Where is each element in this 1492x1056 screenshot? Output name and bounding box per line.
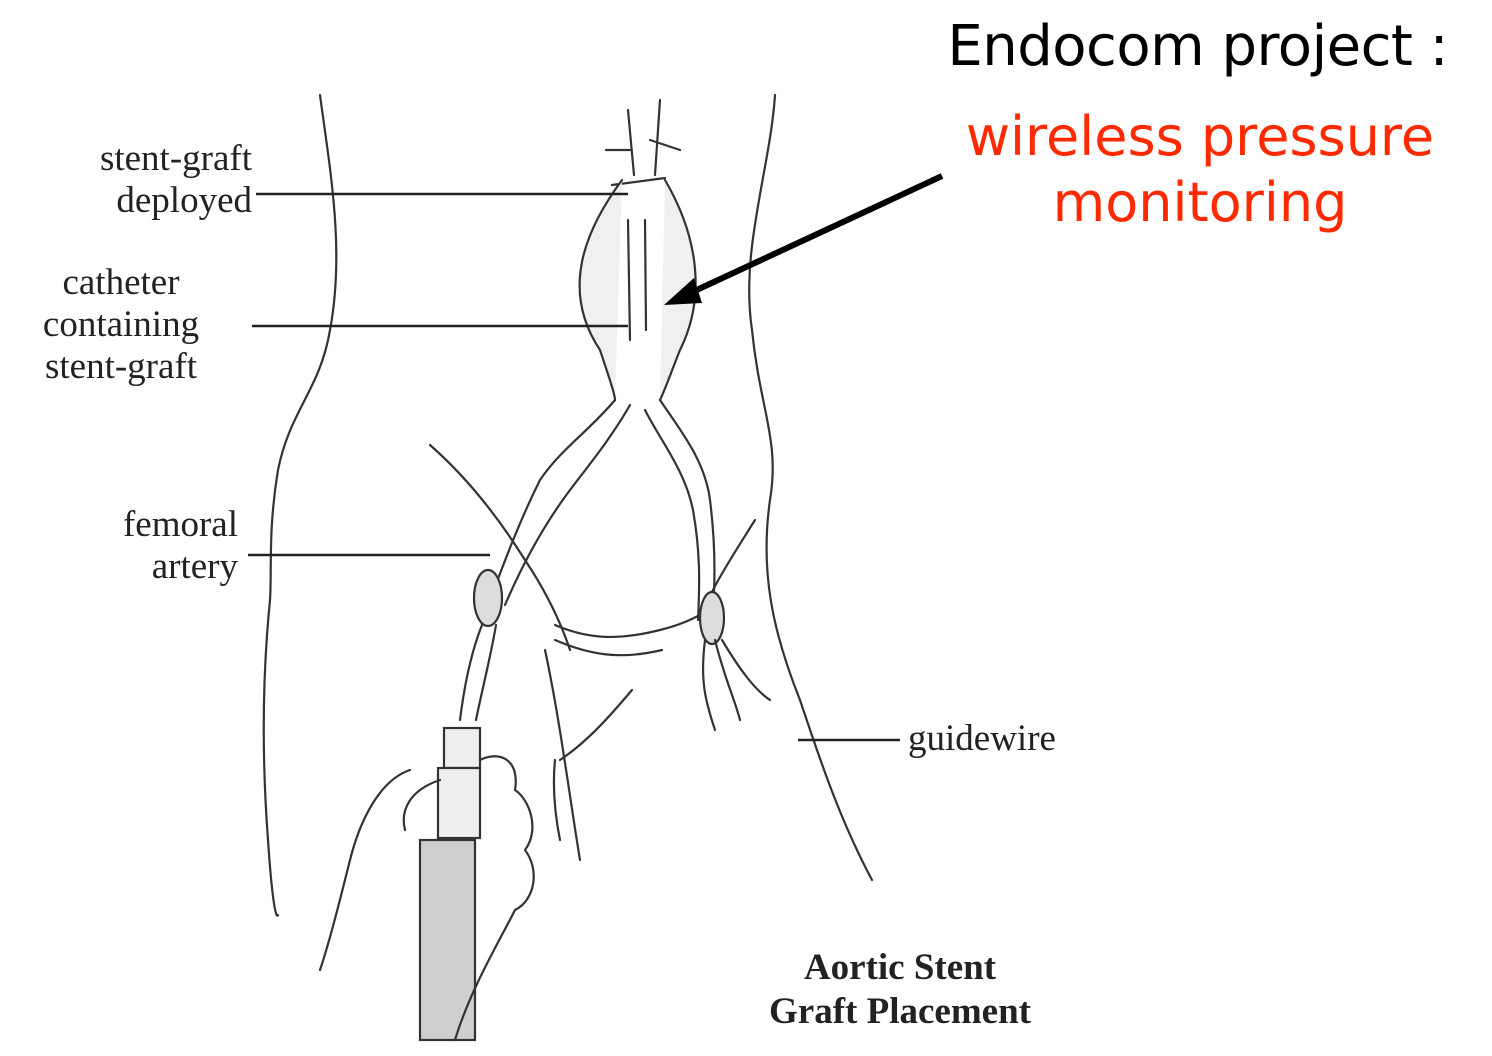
label-guidewire: guidewire <box>908 718 1108 760</box>
femoral-bulge-left <box>474 570 502 626</box>
knee-line <box>560 690 632 760</box>
figure-caption: Aortic Stent Graft Placement <box>700 946 1100 1034</box>
body-outline-left <box>264 95 337 916</box>
inner-thigh-line <box>545 650 580 860</box>
slide-subtitle: wireless pressure monitoring <box>920 104 1480 236</box>
aneurysm-sac <box>580 180 622 400</box>
right-iliac <box>660 400 714 620</box>
guidewire-strands <box>703 640 770 730</box>
body-outline-right <box>749 95 872 880</box>
label-catheter: catheter containing stent-graft <box>10 262 232 388</box>
label-femoral-artery: femoral artery <box>40 504 238 588</box>
label-stent-graft-deployed: stent-graft deployed <box>30 138 252 222</box>
pressure-sensor-arrow <box>664 176 942 305</box>
slide-title: Endocom project : <box>947 14 1448 79</box>
catheter-handle <box>444 728 480 768</box>
left-iliac <box>490 400 615 600</box>
